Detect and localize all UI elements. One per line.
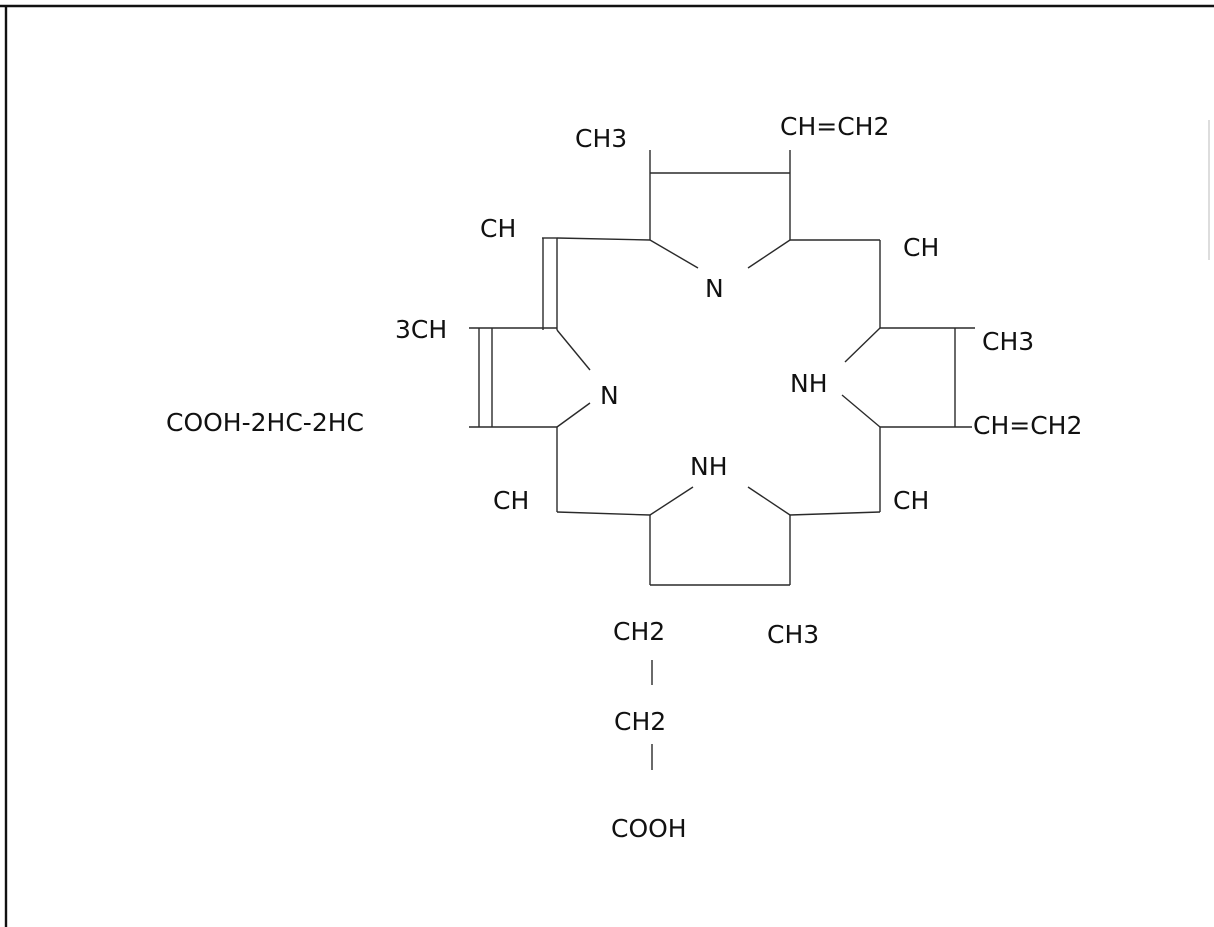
top-left-methine-label: CH xyxy=(480,214,516,243)
chain-cooh-label: COOH xyxy=(611,814,687,843)
chain-ch2-label: CH2 xyxy=(614,707,666,736)
left-nitrogen-label: N xyxy=(600,381,619,410)
bottom-left-methine-label: CH xyxy=(493,486,529,515)
top-right-methine-label: CH xyxy=(903,233,939,262)
left-methyl-label: 3CH xyxy=(395,315,447,344)
top-nitrogen-label: N xyxy=(705,274,724,303)
bottom-nh-label: NH xyxy=(690,452,728,481)
right-pyrrole-ring xyxy=(841,240,975,512)
top-left-methyl-label: CH3 xyxy=(575,124,627,153)
left-propionic-label: COOH-2HC-2HC xyxy=(166,408,364,437)
top-pyrrole-ring xyxy=(649,150,791,269)
bottom-pyrrole-ring xyxy=(649,486,791,586)
top-methine-bridges xyxy=(542,237,880,241)
bottom-methyl-label: CH3 xyxy=(767,620,819,649)
left-pyrrole-ring xyxy=(469,238,591,512)
top-right-vinyl-label: CH=CH2 xyxy=(780,112,889,141)
bottom-methine-bridges xyxy=(556,511,881,516)
bottom-ch2-label: CH2 xyxy=(613,617,665,646)
bottom-right-methine-label: CH xyxy=(893,486,929,515)
right-nh-label: NH xyxy=(790,369,828,398)
right-methyl-label: CH3 xyxy=(982,327,1034,356)
right-vinyl-label: CH=CH2 xyxy=(973,411,1082,440)
